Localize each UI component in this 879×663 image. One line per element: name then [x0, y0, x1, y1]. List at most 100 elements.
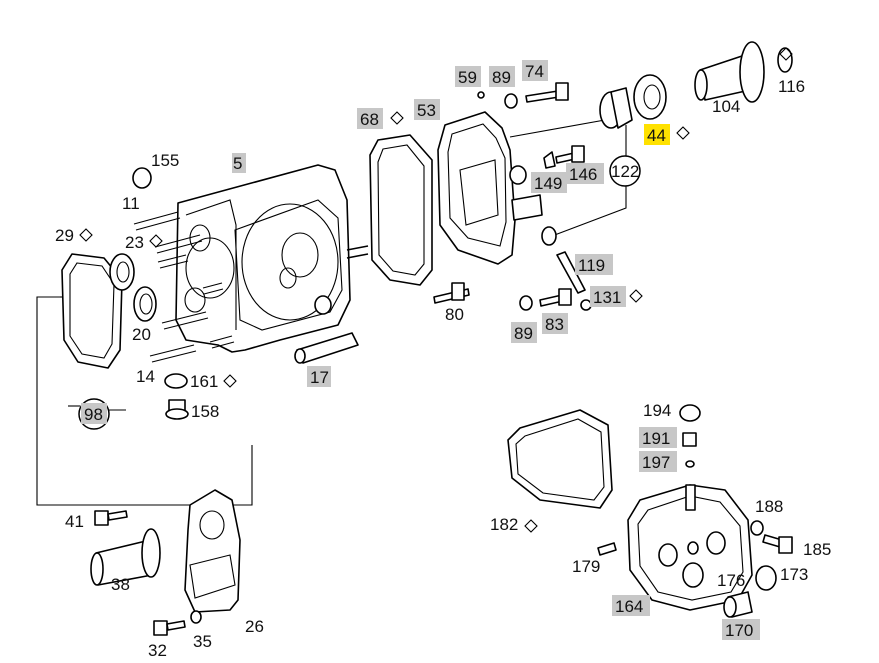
- note-marker-icon: [390, 111, 404, 125]
- washer-20: [133, 286, 157, 322]
- label-highlight-53: [414, 99, 440, 120]
- label-116: 116: [778, 77, 805, 96]
- note-marker-icon: [779, 47, 793, 61]
- label-122: 122: [611, 162, 639, 181]
- label-highlight-170: [722, 619, 760, 640]
- label-35: 35: [193, 632, 212, 651]
- label-158: 158: [191, 402, 219, 421]
- label-191: 191: [642, 429, 670, 448]
- note-marker-icon: [524, 519, 538, 533]
- label-182: 182: [490, 515, 518, 534]
- seal-161: [164, 373, 188, 389]
- label-highlight-89a: [489, 66, 515, 87]
- sleeve-173: [755, 565, 777, 591]
- gasket-182: [507, 409, 613, 509]
- label-149: 149: [534, 174, 562, 193]
- bearing-44: [633, 74, 667, 120]
- label-83: 83: [545, 315, 564, 334]
- bolt-146: [555, 145, 585, 164]
- label-74: 74: [525, 62, 544, 81]
- label-highlight-191: [639, 427, 677, 448]
- label-highlight-119: [575, 254, 613, 275]
- clip-197: [685, 460, 695, 468]
- seal-23: [109, 253, 135, 291]
- plug-155: [132, 167, 152, 189]
- label-11: 11: [122, 194, 140, 213]
- label-17: 17: [310, 368, 329, 387]
- label-146: 146: [569, 165, 597, 184]
- note-markers: [79, 47, 793, 533]
- cover-53: [437, 111, 543, 265]
- label-104: 104: [712, 97, 740, 116]
- sleeve-170: [723, 591, 753, 618]
- label-155: 155: [151, 151, 179, 170]
- label-44: 44: [647, 126, 666, 145]
- label-highlight-59: [455, 66, 481, 87]
- bolt-74: [525, 82, 569, 103]
- gear-122: [599, 87, 633, 129]
- housing-26: [184, 489, 241, 613]
- label-29: 29: [55, 226, 74, 245]
- label-89-bottom: 89: [514, 324, 533, 343]
- label-highlight-131: [590, 286, 626, 307]
- label-170: 170: [725, 621, 753, 640]
- label-185: 185: [803, 540, 831, 559]
- part-labels: 5 11 14 17 20 23 26 29 32 35 38 41 44 53…: [55, 60, 831, 660]
- label-32: 32: [148, 641, 167, 660]
- label-20: 20: [132, 325, 151, 344]
- label-26: 26: [245, 617, 264, 636]
- label-188: 188: [755, 497, 783, 516]
- washer-89-top: [504, 93, 518, 109]
- label-highlight-68: [357, 108, 383, 129]
- stud-80: [433, 282, 470, 304]
- label-41: 41: [65, 512, 84, 531]
- label-highlight-164: [612, 595, 650, 616]
- label-161: 161: [190, 372, 218, 391]
- flange-104: [694, 41, 765, 103]
- label-53: 53: [417, 101, 436, 120]
- label-197: 197: [642, 453, 670, 472]
- note-marker-icon: [676, 126, 690, 140]
- washer-188: [750, 520, 764, 536]
- bolt-83: [539, 288, 572, 307]
- label-176: 176: [717, 571, 745, 590]
- cover-164: [627, 484, 753, 611]
- label-23: 23: [125, 233, 144, 252]
- label-179: 179: [572, 557, 600, 576]
- ball-59: [477, 91, 485, 99]
- washer-89-bottom: [519, 295, 533, 311]
- label-highlight-197: [639, 451, 677, 472]
- cap-194: [679, 404, 701, 422]
- label-38: 38: [111, 575, 130, 594]
- washer-35: [190, 610, 202, 624]
- note-marker-icon: [79, 228, 93, 242]
- shaft-119: [541, 226, 586, 294]
- note-marker-icon: [223, 374, 237, 388]
- studs: [133, 211, 235, 363]
- nut-116: [777, 47, 793, 73]
- label-194: 194: [643, 401, 671, 420]
- clip-149: [543, 151, 556, 169]
- bolt-185: [762, 534, 793, 554]
- label-highlight-89b: [511, 322, 537, 343]
- plug-191: [682, 432, 697, 447]
- shaft-38: [90, 528, 161, 586]
- bolt-41: [94, 510, 128, 526]
- gasket-68: [369, 134, 433, 286]
- label-119: 119: [578, 256, 605, 275]
- bolt-32: [153, 620, 186, 636]
- label-131: 131: [593, 288, 621, 307]
- label-highlight-149: [531, 172, 567, 193]
- label-highlight-146: [566, 163, 604, 184]
- label-173: 173: [780, 565, 808, 584]
- leader-lines: [36, 117, 627, 506]
- label-highlight-74: [522, 60, 548, 81]
- label-89-top: 89: [492, 68, 511, 87]
- label-14: 14: [136, 367, 155, 386]
- part-131: [580, 299, 592, 311]
- label-164: 164: [615, 597, 643, 616]
- label-68: 68: [360, 110, 379, 129]
- label-highlight-44: [644, 124, 670, 145]
- label-80: 80: [445, 305, 464, 324]
